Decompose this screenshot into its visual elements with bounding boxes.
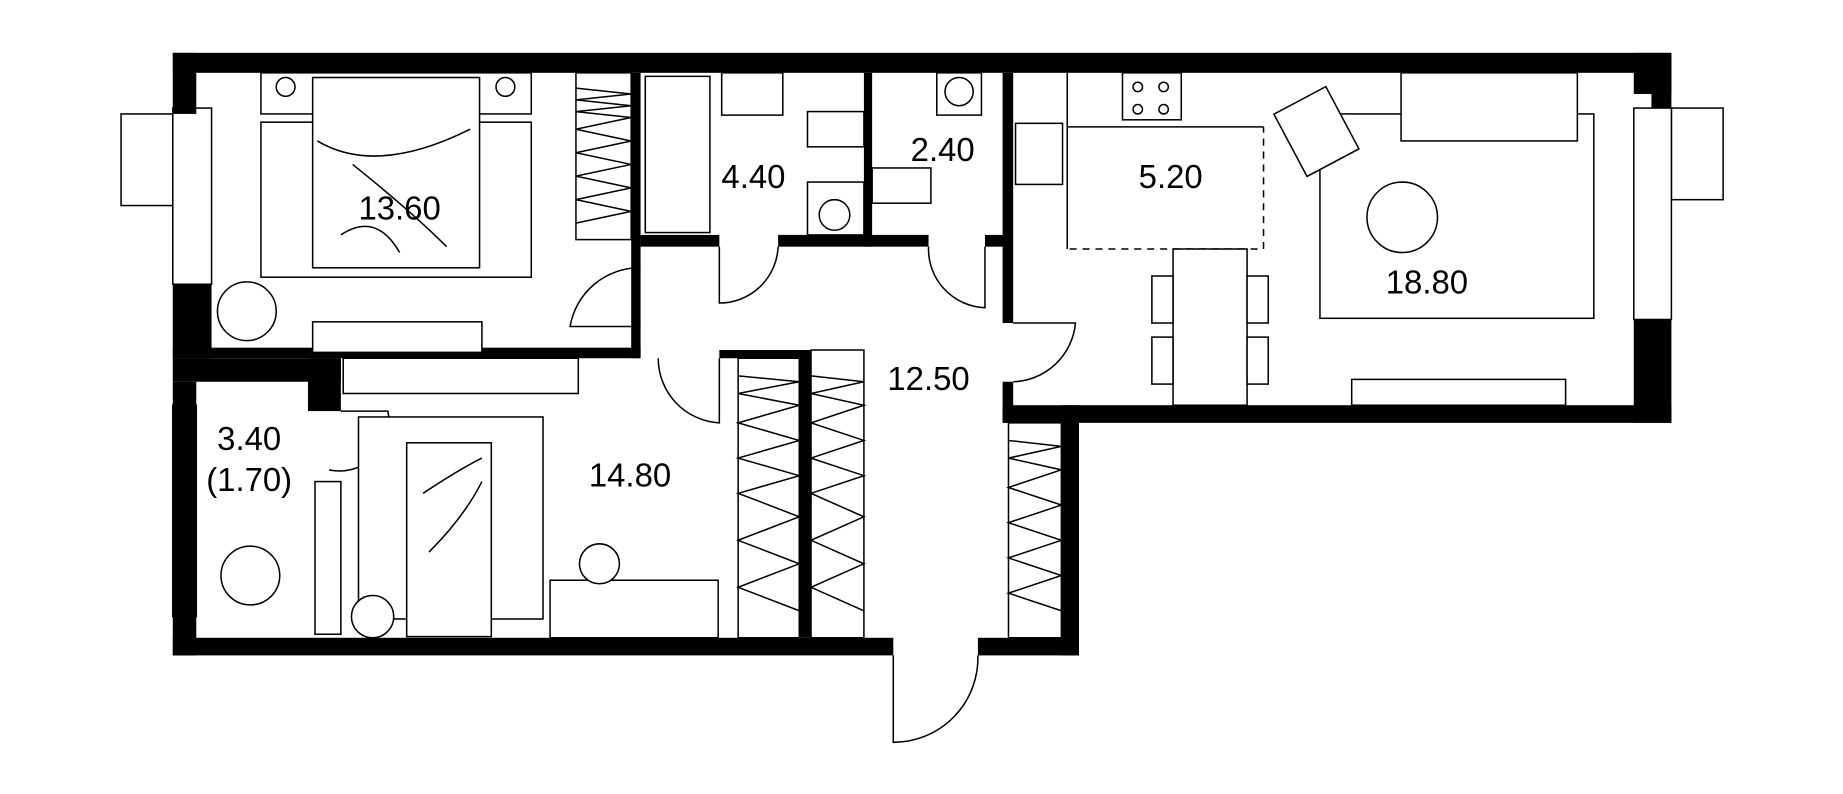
furniture — [216, 72, 1595, 639]
room-area-kids-room: 14.80 — [589, 456, 671, 493]
room-area-kitchen: 5.20 — [1139, 158, 1203, 195]
room-area-living-room: 18.80 — [1386, 264, 1468, 301]
walls — [172, 52, 1672, 656]
room-area-bathroom: 4.40 — [721, 158, 785, 195]
plant-icon — [220, 545, 281, 606]
room-area-balcony: 3.40 — [217, 420, 281, 457]
plant-icon-2 — [216, 281, 277, 342]
room-area-hallway: 12.50 — [887, 360, 969, 397]
room-area-wc: 2.40 — [911, 131, 975, 168]
room-area-balcony-reduced: (1.70) — [206, 461, 292, 498]
room-area-bedroom: 13.60 — [358, 190, 440, 227]
